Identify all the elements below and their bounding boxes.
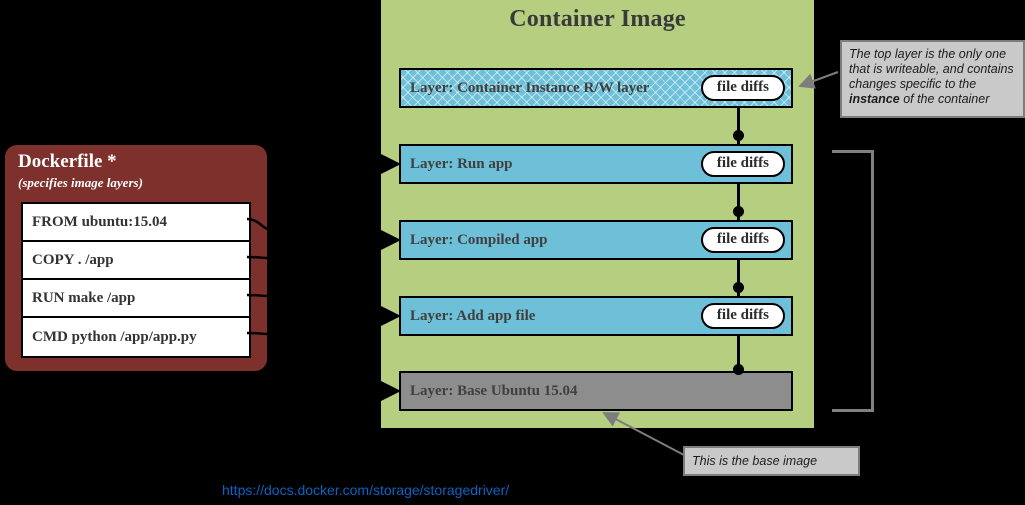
note-line: changes specific to the (849, 77, 977, 91)
file-diffs-badge[interactable]: file diffs (700, 75, 785, 101)
layer-row[interactable]: Layer: Run app file diffs (399, 144, 793, 184)
layer-row[interactable]: Layer: Add app file file diffs (399, 296, 793, 336)
connector-dot-icon (733, 282, 744, 293)
layer-label: Layer: Base Ubuntu 15.04 (410, 382, 578, 399)
layer-row[interactable]: Layer: Container Instance R/W layer file… (399, 68, 793, 108)
file-diffs-badge[interactable]: file diffs (700, 303, 785, 329)
file-diffs-badge[interactable]: file diffs (700, 151, 785, 177)
connector-dot-icon (733, 364, 744, 375)
note-top-layer: The top layer is the only one that is wr… (840, 40, 1025, 118)
dockerfile-instruction-row[interactable]: FROM ubuntu:15.04 (23, 204, 249, 242)
layer-label: Layer: Add app file (410, 307, 536, 324)
note-line: This is the base image (692, 453, 818, 468)
connector-dot-icon (733, 130, 744, 141)
file-diffs-badge[interactable]: file diffs (700, 227, 785, 253)
dockerfile-instruction-row[interactable]: COPY . /app (23, 242, 249, 280)
note-line: that is writeable, and contains (849, 62, 1014, 76)
dockerfile-instruction-list: FROM ubuntu:15.04 COPY . /app RUN make /… (21, 202, 251, 358)
container-image-title: Container Image (509, 6, 686, 32)
dockerfile-instruction-row[interactable]: RUN make /app (23, 280, 249, 318)
bracket-icon (832, 150, 874, 412)
dockerfile-subtitle: (specifies image layers) (18, 175, 143, 190)
note-emphasis: instance (849, 92, 900, 106)
dockerfile-card[interactable]: Dockerfile * (specifies image layers) FR… (3, 143, 269, 373)
source-url-link[interactable]: https://docs.docker.com/storage/storaged… (222, 482, 510, 498)
layer-row[interactable]: Layer: Base Ubuntu 15.04 (399, 371, 793, 411)
dockerfile-instruction-row[interactable]: CMD python /app/app.py (32, 328, 197, 345)
note-base-image: This is the base image (683, 446, 860, 476)
layer-label: Layer: Compiled app (410, 231, 548, 248)
container-image-panel: Container Image (381, 0, 814, 428)
layer-label: Layer: Run app (410, 155, 513, 172)
connector-dot-icon (733, 206, 744, 217)
dockerfile-title: Dockerfile * (18, 151, 117, 172)
layer-row[interactable]: Layer: Compiled app file diffs (399, 220, 793, 260)
note-line: The top layer is the only one (849, 47, 1007, 61)
note-line: of the container (899, 92, 990, 106)
layer-label: Layer: Container Instance R/W layer (410, 79, 650, 96)
